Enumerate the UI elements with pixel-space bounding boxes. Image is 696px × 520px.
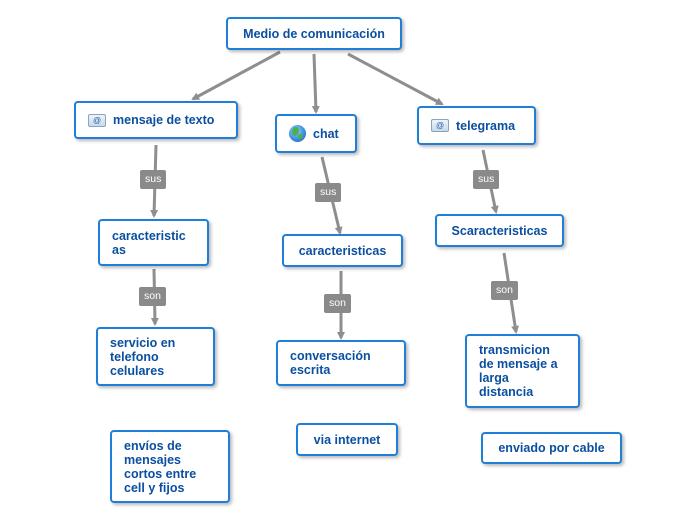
topic-enviado-label: enviado por cable: [498, 441, 605, 455]
connector-root-telegrama: [347, 52, 444, 106]
link-label-sus: sus: [140, 170, 167, 189]
topic-caract3-label: Scaracteristicas: [451, 223, 548, 238]
connector-root-mensaje: [191, 50, 281, 101]
topic-caract2-label: caracteristicas: [298, 243, 387, 258]
topic-chat[interactable]: chat: [275, 114, 357, 153]
topic-envios-label: envíos de mensajes cortos entre cell y f…: [124, 438, 197, 495]
topic-root-label: Medio de comunicación: [243, 26, 385, 41]
topic-via-label: via internet: [313, 432, 381, 447]
topic-conversacion[interactable]: conversación escrita: [276, 340, 406, 386]
topic-caracteristicas-2[interactable]: caracteristicas: [282, 234, 403, 267]
topic-mensaje-de-texto[interactable]: @ mensaje de texto: [74, 101, 238, 139]
link-label-sus: sus: [315, 183, 342, 202]
topic-mensaje-label: mensaje de texto: [113, 113, 215, 127]
link-label-sus: sus: [473, 170, 500, 189]
link-label-son: son: [324, 294, 351, 313]
globe-icon: [289, 125, 306, 142]
topic-telegrama-label: telegrama: [456, 118, 516, 133]
topic-telegrama[interactable]: @ telegrama: [417, 106, 536, 145]
topic-transmicion-label: transmicion de mensaje a larga distancia: [479, 343, 558, 399]
topic-servicio-label: servicio en telefono celulares: [110, 335, 176, 378]
topic-transmicion[interactable]: transmicion de mensaje a larga distancia: [465, 334, 580, 408]
topic-root[interactable]: Medio de comunicación: [226, 17, 402, 50]
topic-scaracteristicas[interactable]: Scaracteristicas: [435, 214, 564, 247]
topic-enviado-por-cable[interactable]: enviado por cable: [481, 432, 622, 464]
topic-envios[interactable]: envíos de mensajes cortos entre cell y f…: [110, 430, 230, 503]
link-label-son: son: [139, 287, 166, 306]
topic-servicio[interactable]: servicio en telefono celulares: [96, 327, 215, 386]
link-label-son: son: [491, 281, 518, 300]
connector-root-chat: [311, 53, 320, 114]
topic-conversacion-label: conversación escrita: [290, 349, 371, 377]
envelope-icon: @: [88, 113, 106, 127]
envelope-icon: @: [431, 119, 449, 132]
topic-caracteristicas-1[interactable]: caracteristic as: [98, 219, 209, 266]
topic-chat-label: chat: [313, 126, 339, 141]
topic-caract1-label: caracteristic as: [112, 228, 186, 257]
topic-via-internet[interactable]: via internet: [296, 423, 398, 456]
